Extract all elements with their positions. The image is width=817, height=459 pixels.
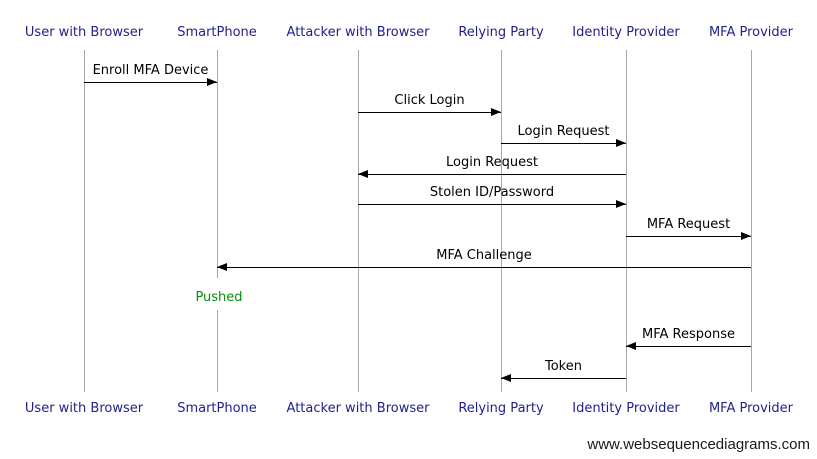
message-label: MFA Challenge [436,248,532,263]
actor-label-top: MFA Provider [708,25,794,40]
message-line [501,143,626,144]
message-label: Login Request [517,124,610,139]
message-line [358,174,626,175]
arrowhead-icon [217,263,227,271]
actor-label-top: Relying Party [458,25,544,40]
lifeline [84,50,85,392]
message-label: MFA Response [642,327,735,342]
lifeline [626,50,627,392]
actor-label-bottom: Relying Party [458,401,544,416]
message-line [84,82,217,83]
lifeline [358,50,359,392]
lifeline [217,310,218,392]
actor-label-top: Identity Provider [572,25,680,40]
note-pushed: Pushed [195,290,243,305]
message-line [217,267,751,268]
lifeline [217,50,218,278]
message-line [501,378,626,379]
arrowhead-icon [491,108,501,116]
arrowhead-icon [501,374,511,382]
message-label: Stolen ID/Password [429,185,555,200]
arrowhead-icon [358,170,368,178]
message-label: Enroll MFA Device [92,63,209,78]
message-line [626,236,751,237]
actor-label-bottom: Identity Provider [572,401,680,416]
message-label: Login Request [445,155,539,170]
message-label: MFA Request [646,217,731,232]
arrowhead-icon [626,342,636,350]
arrowhead-icon [616,200,626,208]
actor-label-bottom: MFA Provider [708,401,794,416]
arrowhead-icon [741,232,751,240]
watermark-url: www.websequencediagrams.com [587,436,810,453]
message-label: Token [545,359,582,374]
actor-label-bottom: Attacker with Browser [286,401,430,416]
lifeline [501,50,502,392]
actor-label-top: Attacker with Browser [286,25,430,40]
actor-label-bottom: SmartPhone [177,401,257,416]
message-line [358,112,501,113]
actor-label-top: SmartPhone [177,25,257,40]
actor-label-top: User with Browser [24,25,144,40]
message-label: Click Login [394,93,465,108]
arrowhead-icon [207,78,217,86]
message-line [358,204,626,205]
actor-label-bottom: User with Browser [24,401,144,416]
lifeline [751,50,752,392]
message-line [626,346,751,347]
arrowhead-icon [616,139,626,147]
